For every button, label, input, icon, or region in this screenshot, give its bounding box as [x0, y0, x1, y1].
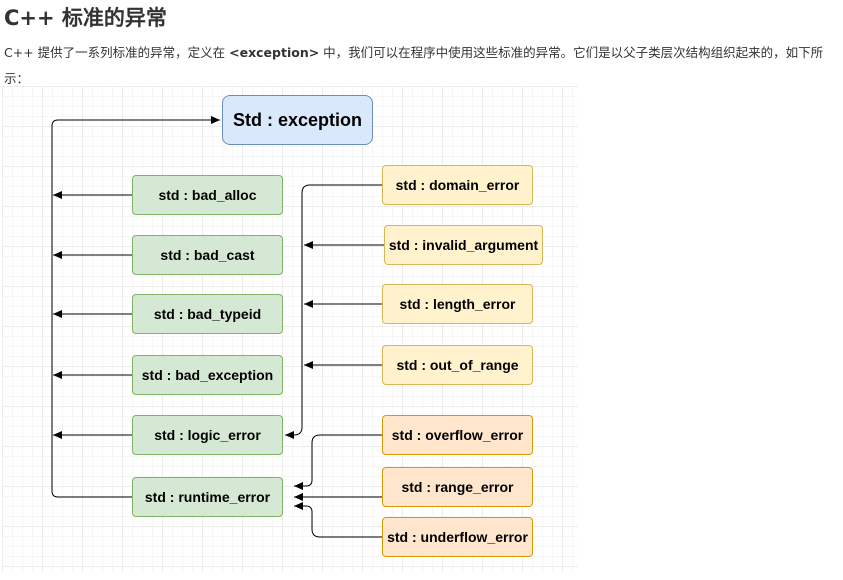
node-bad-cast: std : bad_cast — [132, 235, 283, 275]
node-domain-error: std : domain_error — [382, 165, 533, 205]
edge-underflow-error — [294, 502, 382, 538]
node-length-error: std : length_error — [382, 284, 533, 324]
node-out-of-range: std : out_of_range — [382, 345, 533, 385]
intro-text-end: 中，我们可以在程序中使用这些标准的异常。它们是以父子类层次结构组织起来的，如下所… — [4, 45, 824, 86]
exception-hierarchy-diagram: Std : exception std : bad_alloc std : ba… — [2, 86, 578, 572]
intro-text-start: C++ 提供了一系列标准的异常，定义在 — [4, 45, 230, 60]
edge-domain-to-logic — [285, 184, 382, 439]
node-invalid-argument: std : invalid_argument — [384, 225, 543, 265]
intro-paragraph: C++ 提供了一系列标准的异常，定义在 <exception> 中，我们可以在程… — [4, 40, 836, 92]
edge-overflow-error — [294, 434, 382, 490]
page-title: C++ 标准的异常 — [4, 6, 167, 30]
node-std-exception: Std : exception — [222, 95, 373, 145]
node-range-error: std : range_error — [382, 467, 533, 507]
node-bad-typeid: std : bad_typeid — [132, 294, 283, 334]
intro-header-name: <exception> — [229, 45, 320, 60]
node-runtime-error: std : runtime_error — [132, 477, 283, 517]
node-overflow-error: std : overflow_error — [382, 415, 533, 455]
edge-runtime-to-root — [51, 116, 220, 498]
node-logic-error: std : logic_error — [132, 415, 283, 455]
node-underflow-error: std : underflow_error — [382, 517, 533, 557]
node-bad-alloc: std : bad_alloc — [132, 175, 283, 215]
diagram-edges — [51, 116, 384, 538]
node-bad-exception: std : bad_exception — [132, 355, 283, 395]
